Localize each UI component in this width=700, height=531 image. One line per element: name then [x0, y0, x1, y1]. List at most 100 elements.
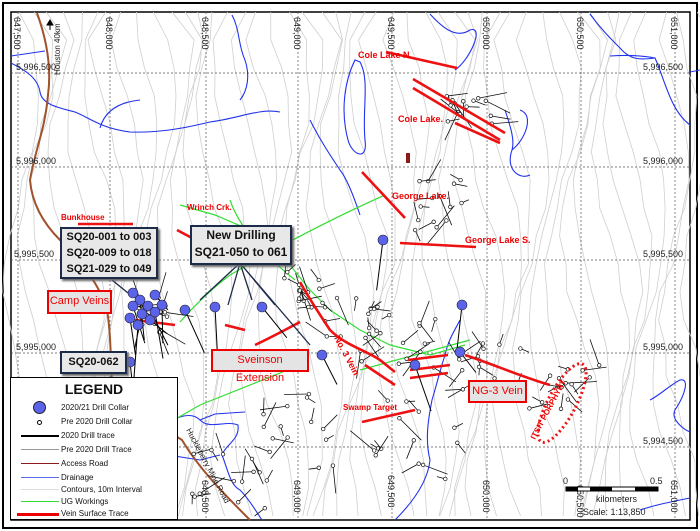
- small-collar-icon: [37, 420, 42, 425]
- easting-label: 650,000: [481, 17, 491, 50]
- pre-2020-collar: [317, 286, 322, 291]
- pre-2020-collar: [371, 306, 377, 312]
- pre-2020-collar: [324, 334, 329, 339]
- callout-line: SQ21-029 to 049: [66, 263, 152, 275]
- drill-trace: [237, 488, 252, 503]
- drill-trace: [164, 311, 194, 317]
- line-icon: [21, 489, 59, 490]
- drill-trace: [272, 437, 294, 444]
- pre-2020-collar: [197, 491, 202, 496]
- drill-collar-2020-21: [316, 349, 328, 361]
- pre-2020-collar: [457, 357, 462, 362]
- easting-label: 650,500: [575, 485, 585, 518]
- pre-2020-collar: [433, 316, 438, 322]
- label-cole-lake-n: Cole Lake N.: [358, 50, 412, 60]
- legend-label: Contours, 10m Interval: [61, 485, 142, 494]
- contour-line: [464, 11, 506, 517]
- label-swamp-target: Swamp Target: [343, 403, 397, 412]
- drill-trace: [418, 221, 434, 230]
- drill-collar-2020-21: [136, 308, 148, 320]
- scale-end: 0.5: [650, 476, 663, 486]
- callout-arrows: [111, 262, 311, 346]
- drill-trace: [406, 440, 415, 459]
- pre-2020-collar: [488, 113, 493, 118]
- drill-trace: [401, 463, 419, 474]
- drill-collar-2020-21: [134, 294, 146, 306]
- pre-2020-collar: [261, 412, 266, 417]
- pre-2020-collar: [249, 456, 255, 462]
- drill-trace: [529, 403, 549, 409]
- northing-label: 5,994,500: [643, 436, 683, 446]
- drill-collar-2020-21: [127, 300, 139, 312]
- pre-2020-collar: [278, 424, 283, 429]
- itsit-porphyry-outline: [536, 362, 588, 444]
- callout-line: SQ20-001 to 003: [66, 231, 152, 243]
- pre-2020-collar: [359, 359, 364, 364]
- callout-range: SQ21-050 to 061: [194, 245, 288, 259]
- pre-2020-collar: [455, 440, 460, 445]
- northing-label: 5,996,000: [16, 156, 56, 166]
- drill-trace: [319, 283, 335, 290]
- line-icon: [21, 435, 59, 437]
- northing-label: 5,996,500: [16, 62, 56, 72]
- drill-trace-2020: [184, 309, 205, 353]
- label-ng3-vein: NG-3 Vein: [468, 380, 527, 403]
- pre-2020-collar: [412, 227, 418, 233]
- label-sveinson-extension: Sveinson Extension: [211, 349, 309, 384]
- pre-2020-collar: [444, 218, 449, 223]
- contour-line: [169, 11, 204, 517]
- pre-2020-collar: [400, 340, 406, 346]
- legend-label: Pre 2020 Drill Trace: [61, 445, 132, 454]
- legend-label: UG Workings: [61, 497, 109, 506]
- pre-2020-collar: [396, 361, 401, 366]
- pre-2020-collar: [540, 400, 545, 405]
- drill-trace: [375, 435, 389, 456]
- pre-2020-collar: [239, 479, 245, 484]
- pre-2020-collar: [459, 200, 464, 206]
- line-icon: [21, 449, 59, 450]
- drill-trace: [422, 464, 448, 475]
- legend-label: Vein Surface Trace: [61, 509, 129, 518]
- pre-2020-collar: [563, 381, 568, 386]
- pre-2020-collar: [547, 373, 553, 378]
- drill-trace: [350, 430, 375, 451]
- drill-trace: [408, 400, 420, 412]
- pre-2020-collar: [404, 399, 409, 404]
- drill-trace: [447, 191, 451, 207]
- drill-trace-2020: [154, 311, 164, 359]
- drill-trace: [402, 329, 419, 344]
- drill-collar-2020-21: [456, 299, 468, 311]
- legend-item-2020-trace: 2020 Drill trace: [11, 431, 177, 441]
- pre-2020-collar: [231, 478, 237, 484]
- pre-2020-collar: [431, 219, 436, 224]
- legend-label: Pre 2020 Drill Collar: [61, 417, 133, 426]
- callout-sq20-062: SQ20-062: [60, 351, 127, 374]
- drill-collar-2020-21: [209, 301, 221, 313]
- pre-2020-collar: [323, 437, 329, 442]
- pre-2020-collar: [251, 469, 256, 474]
- pre-2020-collar: [448, 204, 453, 210]
- legend-item-vein-trace: Vein Surface Trace: [11, 509, 177, 519]
- pre-2020-collar: [461, 99, 466, 104]
- pre-2020-collar: [527, 406, 532, 411]
- pre-2020-collar: [565, 397, 571, 402]
- drill-trace: [448, 369, 463, 388]
- drill-trace-2020: [133, 324, 139, 378]
- drill-trace: [159, 332, 169, 355]
- label-wrinch-crk: Wrinch Crk.: [187, 203, 232, 212]
- drill-trace: [378, 390, 388, 401]
- contour-line: [572, 11, 611, 517]
- pre-2020-collar: [270, 436, 275, 441]
- drill-trace: [478, 92, 508, 99]
- drill-collar-2020-21: [132, 319, 144, 331]
- pre-2020-collar: [443, 476, 448, 482]
- pre-2020-collar: [558, 406, 564, 411]
- drill-trace: [325, 318, 341, 322]
- pre-2020-collar: [220, 452, 226, 457]
- contour-line: [421, 11, 460, 517]
- pre-2020-collar: [434, 225, 439, 230]
- drill-collar-2020-21: [179, 304, 191, 316]
- legend-item-pre2020-trace: Pre 2020 Drill Trace: [11, 445, 177, 455]
- drill-trace: [466, 106, 480, 108]
- pre-2020-collar: [309, 419, 314, 425]
